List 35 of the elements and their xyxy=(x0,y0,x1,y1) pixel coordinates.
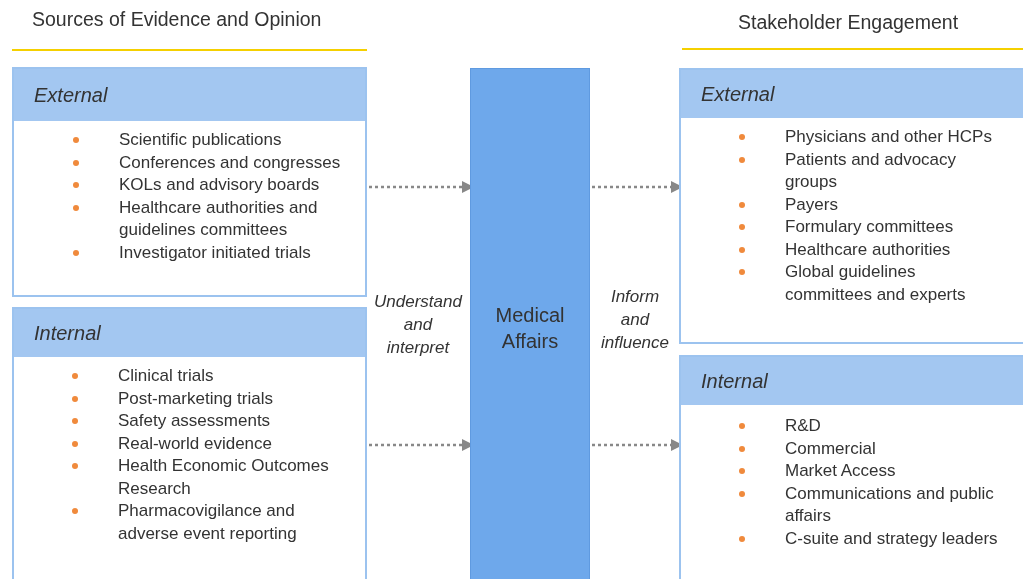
panel-card xyxy=(12,67,367,297)
bullet-item: Communications and public affairs xyxy=(785,482,1019,528)
bullet-item: Physicians and other HCPs xyxy=(785,126,997,149)
bullet-item: Commercial xyxy=(785,437,1019,460)
bullet-item: Investigator initiated trials xyxy=(119,241,357,264)
bullet-item: Conferences and congresses xyxy=(119,151,357,174)
bullet-item: Patients and advocacy groups xyxy=(785,148,997,194)
flow-caption: Inform and influence xyxy=(599,286,671,354)
bullet-item: Healthcare authorities and guidelines committees xyxy=(119,196,357,242)
bullet-item: Formulary committees xyxy=(785,216,997,239)
bullet-item: Pharmacovigilance and adverse event reporting xyxy=(118,500,357,545)
bullet-item: C-suite and strategy leaders xyxy=(785,527,1019,550)
bullet-item: Real-world evidence xyxy=(118,432,357,455)
bullet-item: Safety assessments xyxy=(118,410,357,433)
panel-heading: External xyxy=(14,69,365,121)
bullet-item: Clinical trials xyxy=(118,365,357,388)
bullet-item: KOLs and advisory boards xyxy=(119,174,357,197)
panel-heading: Internal xyxy=(14,309,365,357)
bullet-item: Scientific publications xyxy=(119,129,357,152)
panel-card xyxy=(679,68,1023,344)
panel-card xyxy=(12,307,367,579)
bullet-item: Healthcare authorities xyxy=(785,238,997,261)
panel-card xyxy=(679,355,1023,579)
panel-heading: Internal xyxy=(681,357,1023,405)
panel-heading: External xyxy=(681,70,1023,118)
bullet-item: Global guidelines committees and experts xyxy=(785,261,997,306)
center-column: Medical Affairs xyxy=(470,68,590,579)
bullet-item: Health Economic Outcomes Research xyxy=(118,455,357,500)
bullet-item: Market Access xyxy=(785,460,1019,483)
flow-caption: Understand and interpret xyxy=(373,291,463,359)
bullet-item: R&D xyxy=(785,415,1019,438)
section-title: Stakeholder Engagement xyxy=(738,11,960,34)
bullet-item: Post-marketing trials xyxy=(118,387,357,410)
section-title: Sources of Evidence and Opinion xyxy=(32,8,323,31)
bullet-item: Payers xyxy=(785,193,997,216)
